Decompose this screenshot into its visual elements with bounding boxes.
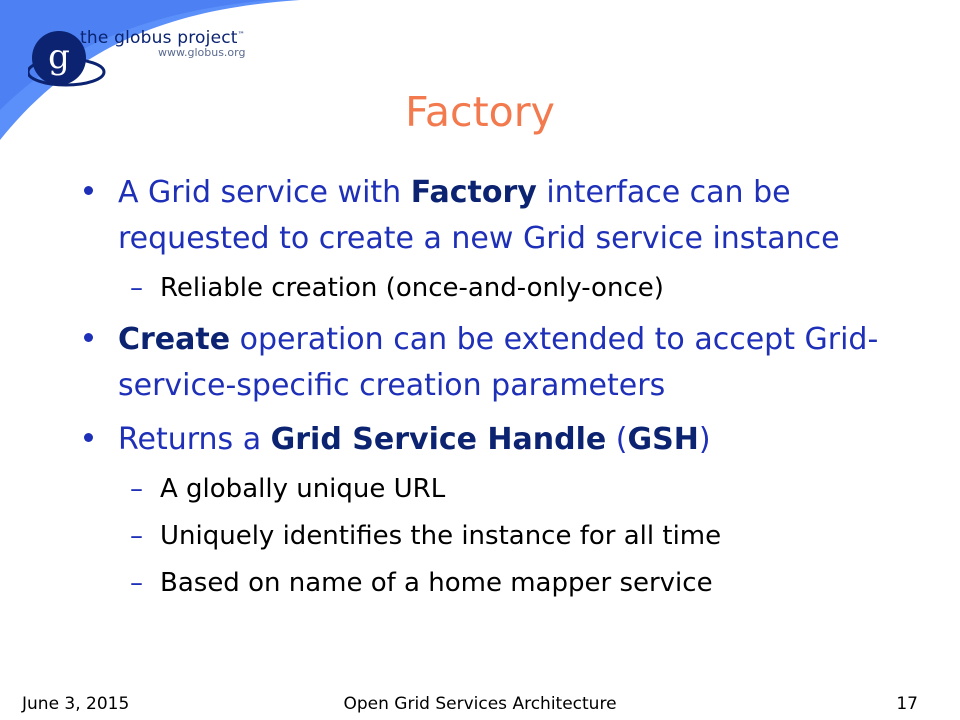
footer-date: June 3, 2015 <box>22 694 130 714</box>
slide-content: A Grid service with Factory interface ca… <box>0 170 960 612</box>
globus-logo-icon: g <box>28 31 106 87</box>
bold-grid-service-handle: Grid Service Handle <box>270 422 607 457</box>
bullet-factory-interface: A Grid service with Factory interface ca… <box>0 170 960 262</box>
slide-title: Factory <box>405 88 555 136</box>
dash-icon: – <box>130 521 143 551</box>
dash-icon: – <box>130 568 143 598</box>
footer-title: Open Grid Services Architecture <box>343 694 617 714</box>
sub-bullet-identifies-instance: – Uniquely identifies the instance for a… <box>0 518 960 554</box>
page-number: 17 <box>896 694 918 714</box>
dash-icon: – <box>130 273 143 303</box>
sub-bullet-reliable-creation: – Reliable creation (once-and-only-once) <box>0 270 960 306</box>
bold-create: Create <box>118 322 231 357</box>
bold-factory: Factory <box>410 175 537 210</box>
bold-gsh: GSH <box>627 422 699 457</box>
logo-tm: ™ <box>237 30 245 39</box>
logo-url: www.globus.org <box>158 46 246 59</box>
bullet-returns-gsh: Returns a Grid Service Handle (GSH) <box>0 417 960 463</box>
bullet-create-operation: Create operation can be extended to acce… <box>0 317 960 409</box>
dash-icon: – <box>130 474 143 504</box>
logo-letter: g <box>48 37 70 77</box>
logo-name: the globus project™ <box>80 28 245 48</box>
sub-bullet-unique-url: – A globally unique URL <box>0 471 960 507</box>
sub-bullet-home-mapper: – Based on name of a home mapper service <box>0 565 960 601</box>
bullet-dot-icon <box>84 186 93 195</box>
bullet-dot-icon <box>84 333 93 342</box>
bullet-dot-icon <box>84 433 93 442</box>
